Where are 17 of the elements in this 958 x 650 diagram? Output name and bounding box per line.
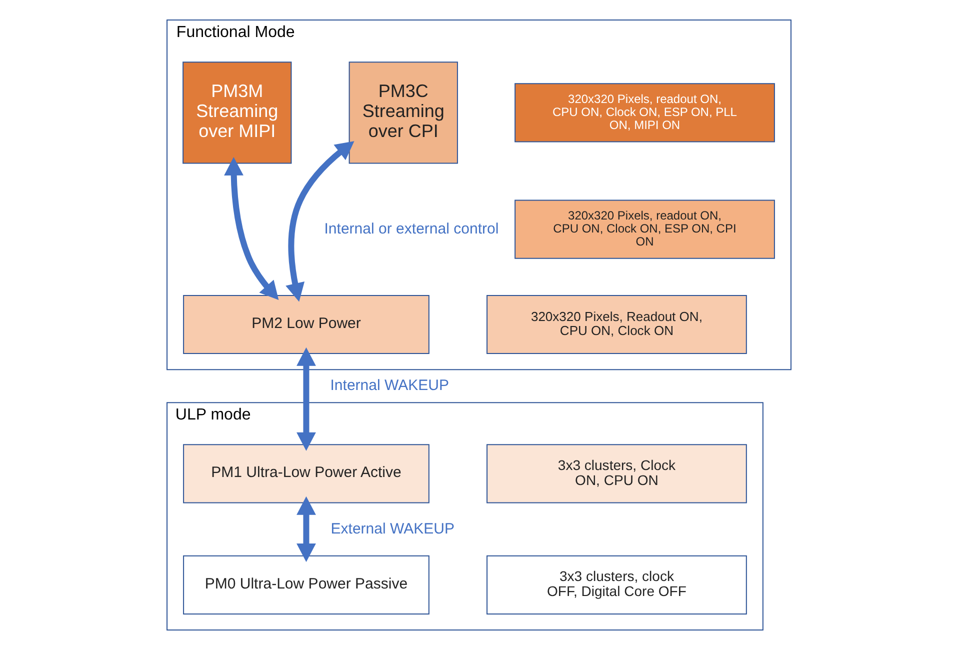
edge-label: Internal WAKEUP <box>330 377 450 394</box>
node-box: PM1 Ultra-Low Power Active <box>183 444 430 504</box>
node-box: PM0 Ultra-Low Power Passive <box>183 555 430 614</box>
node-box: 320x320 Pixels, readout ON, CPU ON, Clock ON, ESP ON, PLL ON, MIPI ON <box>514 83 775 142</box>
node-box: 3x3 clusters, Clock ON, CPU ON <box>486 444 747 504</box>
node-box: PM2 Low Power <box>183 294 430 354</box>
edge-label: External WAKEUP <box>330 520 455 538</box>
arrow <box>224 156 279 300</box>
arrow <box>286 141 354 302</box>
node-box: PM3C Streaming over CPI <box>348 62 458 164</box>
arrow <box>296 496 316 562</box>
node-box: 3x3 clusters, clock OFF, Digital Core OFF <box>486 555 747 614</box>
edge-label: Internal or external control <box>324 220 499 238</box>
node-box: 320x320 Pixels, readout ON, CPU ON, Clock ON, ESP ON, CPI ON <box>514 200 775 259</box>
arrow <box>296 347 316 451</box>
node-box: 320x320 Pixels, Readout ON, CPU ON, Clock ON <box>486 294 747 354</box>
node-box: PM3M Streaming over MIPI <box>182 62 292 164</box>
